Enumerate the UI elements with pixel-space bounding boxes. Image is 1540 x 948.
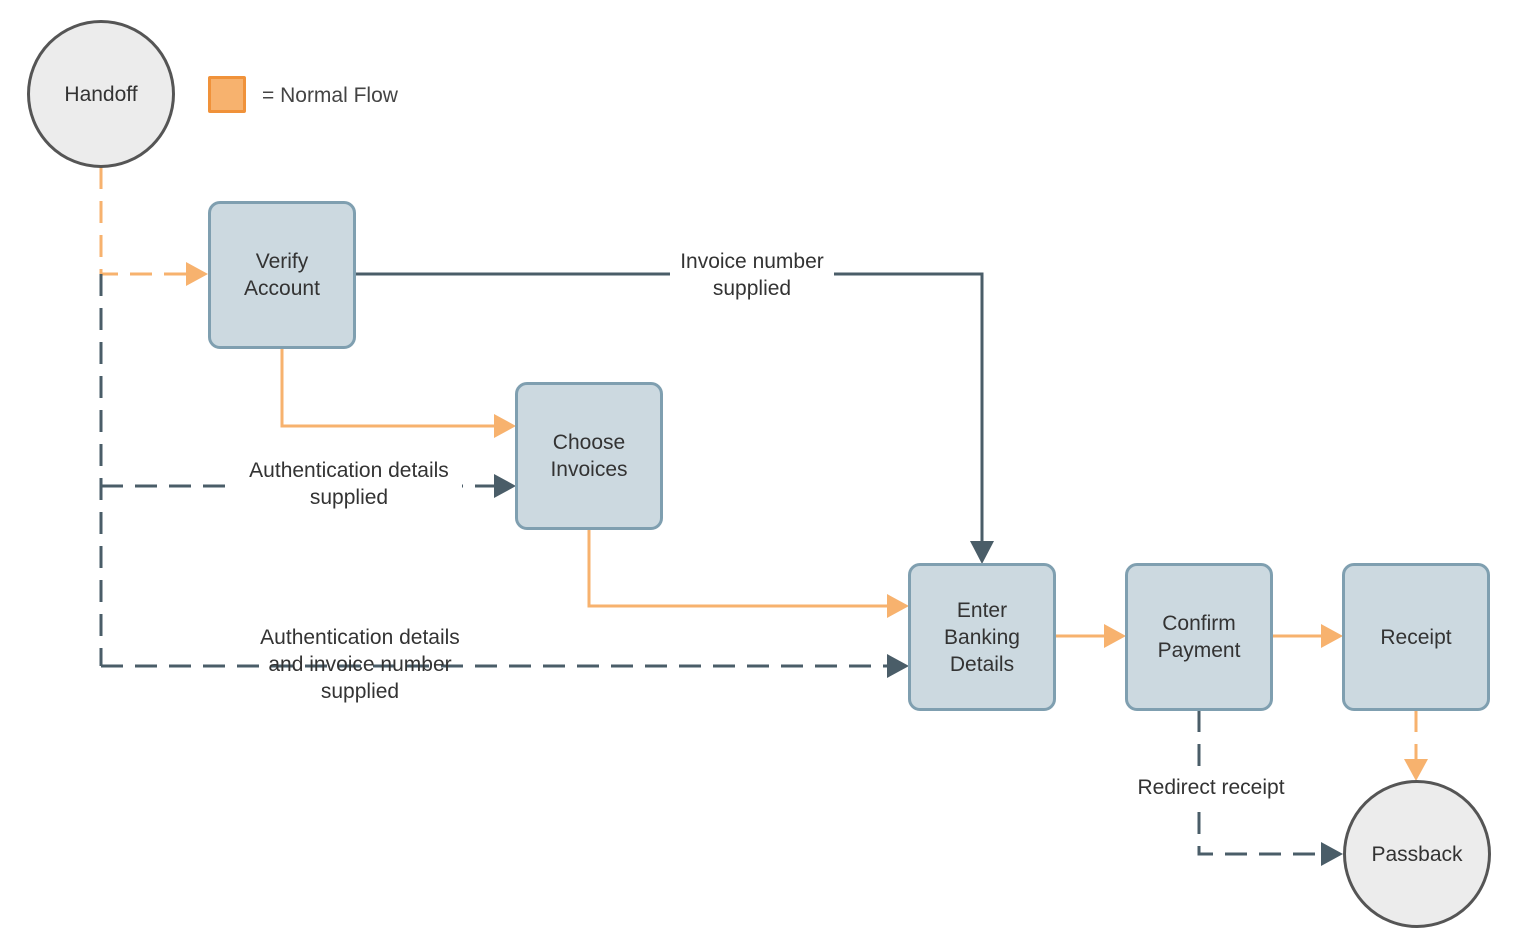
- node-receipt-label: Receipt: [1380, 625, 1452, 649]
- edge-label-authentication-and-invoice-supplied: Authentication details and invoice numbe…: [260, 626, 460, 703]
- node-verify-account: Verify Account: [208, 201, 356, 349]
- node-handoff-label: Handoff: [64, 82, 138, 106]
- edge-confirm-payment-to-passback: [1197, 710, 1322, 856]
- node-receipt: Receipt: [1342, 563, 1490, 711]
- node-choose-invoices: Choose Invoices: [515, 382, 663, 530]
- node-handoff: Handoff: [27, 20, 175, 168]
- node-enter-banking-details-label: Enter Banking Details: [944, 598, 1020, 676]
- edge-choose-invoices-to-enter-banking-details: [587, 529, 887, 608]
- node-confirm-payment: Confirm Payment: [1125, 563, 1273, 711]
- edge-handoff-to-verify-account: [99, 167, 190, 276]
- edge-verify-account-to-choose-invoices: [280, 348, 494, 428]
- arrowhead-receipt-normal: [1321, 624, 1343, 648]
- node-passback-label: Passback: [1371, 842, 1463, 866]
- arrowhead-choose-invoices-normal: [494, 414, 516, 438]
- arrowhead-passback-normal: [1404, 759, 1428, 781]
- arrowhead-enter-banking-alternate-low: [887, 654, 909, 678]
- arrowhead-verify-account-normal: [186, 262, 208, 286]
- edge-label-authentication-details-supplied: Authentication details supplied: [236, 457, 462, 511]
- node-choose-invoices-label: Choose Invoices: [550, 431, 628, 481]
- node-enter-banking-details: Enter Banking Details: [908, 563, 1056, 711]
- edge-label-invoice-number-supplied: Invoice number supplied: [670, 248, 834, 302]
- arrowhead-enter-banking-alternate-top: [970, 541, 994, 564]
- legend-normal-flow-label: = Normal Flow: [262, 84, 398, 107]
- node-confirm-payment-label: Confirm Payment: [1157, 612, 1241, 662]
- node-verify-account-label: Verify Account: [244, 250, 320, 300]
- arrowhead-passback-alternate: [1321, 842, 1343, 866]
- arrowhead-enter-banking-normal: [887, 594, 909, 618]
- edge-verify-account-to-enter-banking-details: [355, 272, 984, 542]
- arrowhead-choose-invoices-alternate: [494, 474, 516, 498]
- legend-normal-flow-swatch: [208, 76, 246, 113]
- edge-label-redirect-receipt: Redirect receipt: [1126, 774, 1296, 801]
- arrowhead-confirm-payment-normal: [1104, 624, 1126, 648]
- node-passback: Passback: [1343, 780, 1491, 928]
